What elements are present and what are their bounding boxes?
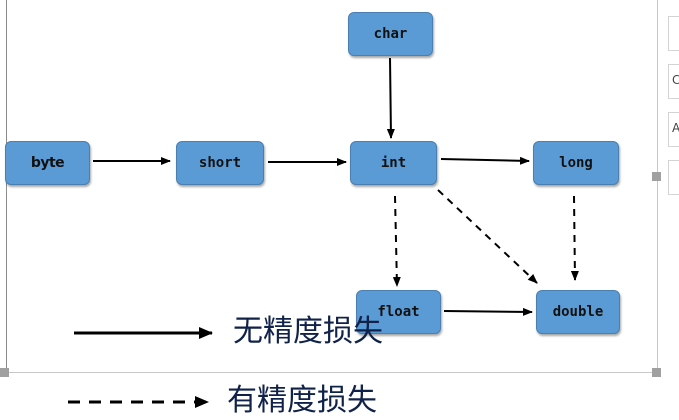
node-short-label: short xyxy=(198,155,242,171)
side-panel-box-2[interactable]: C xyxy=(668,64,679,99)
edge-int-to-long xyxy=(440,156,530,165)
resize-handle-bottom-right[interactable] xyxy=(652,368,661,377)
edge-float-to-double xyxy=(443,307,533,316)
side-panel-glyph: C xyxy=(672,73,679,87)
node-double-label: double xyxy=(552,304,604,320)
resize-handle-bottom-left[interactable] xyxy=(0,368,9,377)
side-panel-box-3[interactable]: A xyxy=(668,112,679,147)
node-char[interactable]: char xyxy=(348,12,433,56)
node-short[interactable]: short xyxy=(176,141,264,185)
node-byte-label: byte xyxy=(30,155,65,171)
node-int[interactable]: int xyxy=(350,141,437,185)
node-char-label: char xyxy=(373,26,408,42)
node-long-label: long xyxy=(559,155,593,171)
node-int-label: int xyxy=(380,155,407,171)
side-panel-box-4[interactable] xyxy=(668,160,679,195)
side-panel-glyph: A xyxy=(672,121,679,135)
image-frame-left-edge xyxy=(6,0,7,372)
edge-int-to-double xyxy=(437,189,538,284)
node-float[interactable]: float xyxy=(356,290,441,334)
side-panel-box-1[interactable] xyxy=(668,16,679,51)
node-float-label: float xyxy=(377,304,420,320)
resize-handle-right[interactable] xyxy=(652,172,661,181)
edge-char-to-int xyxy=(386,57,395,139)
node-double[interactable]: double xyxy=(536,290,620,334)
image-frame-right-edge xyxy=(657,0,658,372)
node-byte[interactable]: byte xyxy=(5,141,90,185)
legend-solid-label: 无精度损失 xyxy=(233,314,383,349)
edge-int-to-float xyxy=(392,195,401,287)
edge-long-to-double xyxy=(570,195,579,281)
node-long[interactable]: long xyxy=(533,141,619,185)
legend-dashed-label: 有精度损失 xyxy=(227,383,377,418)
image-frame-bottom-edge xyxy=(0,372,660,373)
